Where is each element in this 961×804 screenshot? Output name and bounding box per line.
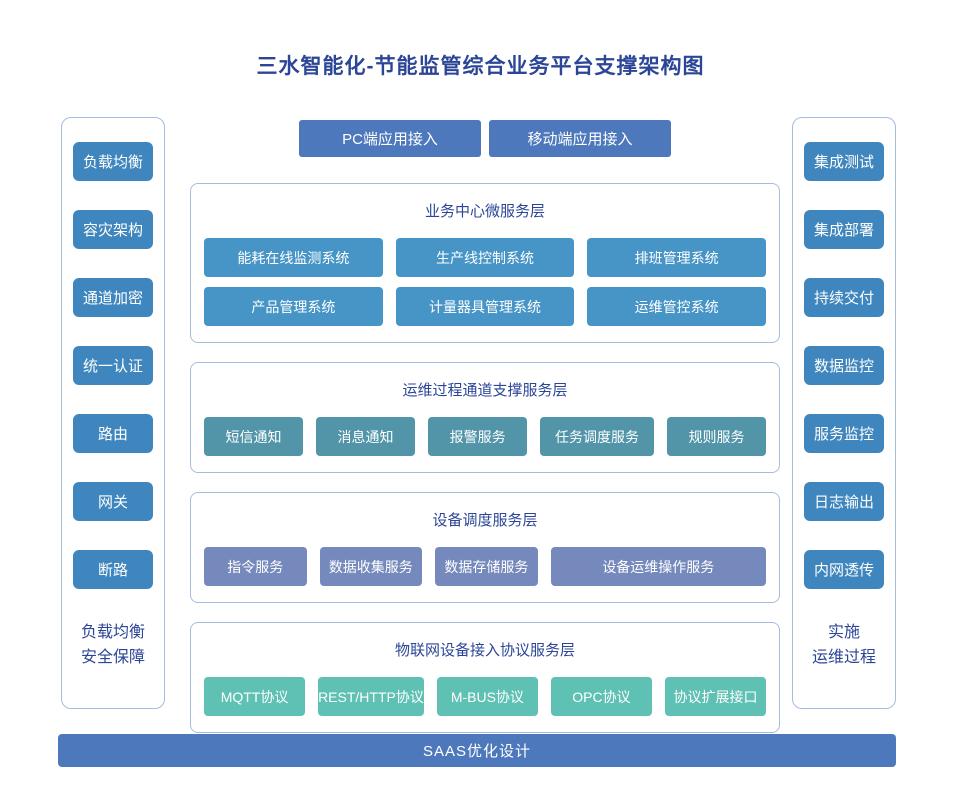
protocol-opc[interactable]: OPC协议 <box>550 677 652 716</box>
left-panel-item-load-balance[interactable]: 负载均衡 <box>73 142 153 181</box>
pc-access-button[interactable]: PC端应用接入 <box>299 120 481 157</box>
layer-business-microservices: 业务中心微服务层 能耗在线监测系统 生产线控制系统 排班管理系统 产品管理系统 … <box>190 183 780 343</box>
service-data-storage[interactable]: 数据存储服务 <box>435 547 538 586</box>
right-panel-item-integration-deploy[interactable]: 集成部署 <box>804 210 884 249</box>
left-panel-item-routing[interactable]: 路由 <box>73 414 153 453</box>
left-panel-item-channel-encryption[interactable]: 通道加密 <box>73 278 153 317</box>
left-panel-item-disaster-recovery[interactable]: 容灾架构 <box>73 210 153 249</box>
layer-title: 业务中心微服务层 <box>424 203 545 220</box>
service-shift-management[interactable]: 排班管理系统 <box>587 238 766 277</box>
protocol-m-bus[interactable]: M-BUS协议 <box>436 677 538 716</box>
service-rules[interactable]: 规则服务 <box>666 417 767 456</box>
protocol-extension-interface[interactable]: 协议扩展接口 <box>664 677 767 716</box>
service-ops-control[interactable]: 运维管控系统 <box>587 287 766 326</box>
right-panel-item-intranet-passthrough[interactable]: 内网透传 <box>804 550 884 589</box>
right-panel-item-data-monitoring[interactable]: 数据监控 <box>804 346 884 385</box>
right-panel-item-continuous-delivery[interactable]: 持续交付 <box>804 278 884 317</box>
main-layers: 业务中心微服务层 能耗在线监测系统 生产线控制系统 排班管理系统 产品管理系统 … <box>190 183 780 752</box>
left-panel-item-circuit-break[interactable]: 断路 <box>73 550 153 589</box>
service-task-scheduling[interactable]: 任务调度服务 <box>540 417 654 456</box>
layer-button-row: 指令服务 数据收集服务 数据存储服务 设备运维操作服务 <box>204 547 766 586</box>
left-panel-caption-line1: 负载均衡 <box>80 624 145 641</box>
mobile-access-button[interactable]: 移动端应用接入 <box>489 120 671 157</box>
layer-button-grid: 能耗在线监测系统 生产线控制系统 排班管理系统 产品管理系统 计量器具管理系统 … <box>204 238 766 326</box>
layer-device-scheduling: 设备调度服务层 指令服务 数据收集服务 数据存储服务 设备运维操作服务 <box>190 492 780 603</box>
right-panel-item-log-output[interactable]: 日志输出 <box>804 482 884 521</box>
right-panel-item-integration-test[interactable]: 集成测试 <box>804 142 884 181</box>
service-message-notification[interactable]: 消息通知 <box>316 417 416 456</box>
service-command[interactable]: 指令服务 <box>204 547 307 586</box>
page-title: 三水智能化-节能监管综合业务平台支撑架构图 <box>256 55 705 78</box>
right-panel: 集成测试 集成部署 持续交付 数据监控 服务监控 日志输出 内网透传 实施 运维… <box>792 117 896 709</box>
layer-title: 运维过程通道支撑服务层 <box>402 382 568 399</box>
protocol-rest-http[interactable]: REST/HTTP协议 <box>318 677 424 716</box>
saas-optimization-bar[interactable]: SAAS优化设计 <box>58 734 896 767</box>
protocol-mqtt[interactable]: MQTT协议 <box>204 677 306 716</box>
service-production-line-control[interactable]: 生产线控制系统 <box>395 238 575 277</box>
service-metering-instrument-management[interactable]: 计量器具管理系统 <box>395 287 575 326</box>
right-panel-caption-line2: 运维过程 <box>811 649 876 666</box>
left-panel-item-gateway[interactable]: 网关 <box>73 482 153 521</box>
layer-button-row: MQTT协议 REST/HTTP协议 M-BUS协议 OPC协议 协议扩展接口 <box>204 677 767 716</box>
right-panel-caption-line1: 实施 <box>827 624 860 641</box>
right-panel-caption: 实施 运维过程 <box>812 620 876 670</box>
service-energy-monitoring[interactable]: 能耗在线监测系统 <box>204 238 383 277</box>
layer-title: 物联网设备接入协议服务层 <box>394 642 575 659</box>
service-product-management[interactable]: 产品管理系统 <box>204 287 383 326</box>
left-panel-caption-line2: 安全保障 <box>80 649 145 666</box>
right-panel-item-service-monitoring[interactable]: 服务监控 <box>804 414 884 453</box>
top-access-row: PC端应用接入 移动端应用接入 <box>190 120 780 157</box>
left-panel-caption: 负载均衡 安全保障 <box>81 620 145 670</box>
left-panel: 负载均衡 容灾架构 通道加密 统一认证 路由 网关 断路 负载均衡 安全保障 <box>61 117 165 709</box>
service-data-collection[interactable]: 数据收集服务 <box>319 547 423 586</box>
service-device-ops-operation[interactable]: 设备运维操作服务 <box>550 547 766 586</box>
service-sms-notification[interactable]: 短信通知 <box>204 417 304 456</box>
layer-ops-channel-support: 运维过程通道支撑服务层 短信通知 消息通知 报警服务 任务调度服务 规则服务 <box>190 362 780 473</box>
layer-iot-protocol-access: 物联网设备接入协议服务层 MQTT协议 REST/HTTP协议 M-BUS协议 … <box>190 622 780 733</box>
layer-title: 设备调度服务层 <box>432 512 538 529</box>
service-alarm[interactable]: 报警服务 <box>428 417 528 456</box>
left-panel-item-unified-auth[interactable]: 统一认证 <box>73 346 153 385</box>
layer-button-row: 短信通知 消息通知 报警服务 任务调度服务 规则服务 <box>204 417 767 456</box>
